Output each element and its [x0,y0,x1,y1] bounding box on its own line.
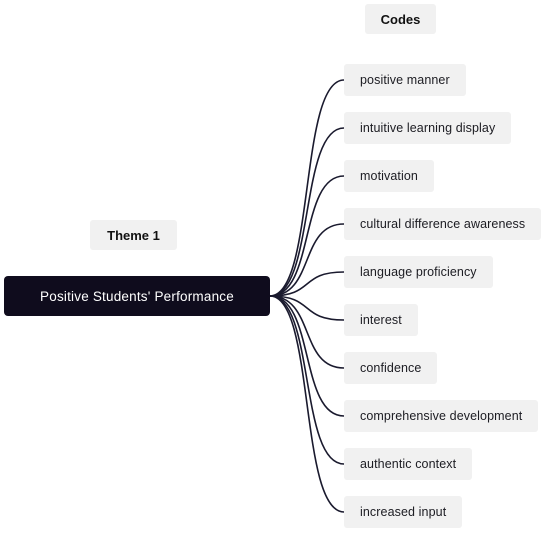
codes-header: Codes [365,4,436,34]
connector-line-2 [269,175,345,297]
connector-line-7 [269,295,345,417]
code-node-language-proficiency: language proficiency [344,256,493,288]
connector-line-1 [269,127,345,297]
connector-line-6 [269,295,345,369]
code-node-increased-input: increased input [344,496,463,528]
code-node-comprehensive-development: comprehensive development [344,400,539,432]
connector-line-3 [269,223,345,297]
theme-header: Theme 1 [90,220,177,250]
connector-line-5 [269,295,345,321]
connector-line-0 [269,79,345,297]
code-node-confidence: confidence [344,352,438,384]
code-node-authentic-context: authentic context [344,448,473,480]
root-node-positive-students-performance: Positive Students' Performance [4,276,270,316]
code-node-intuitive-learning-display: intuitive learning display [344,112,512,144]
code-node-motivation: motivation [344,160,434,192]
connector-line-4 [269,271,345,297]
connector-line-8 [269,295,345,465]
code-node-cultural-difference-awareness: cultural difference awareness [344,208,542,240]
code-node-interest: interest [344,304,418,336]
connector-line-9 [269,295,345,513]
code-node-positive-manner: positive manner [344,64,466,96]
